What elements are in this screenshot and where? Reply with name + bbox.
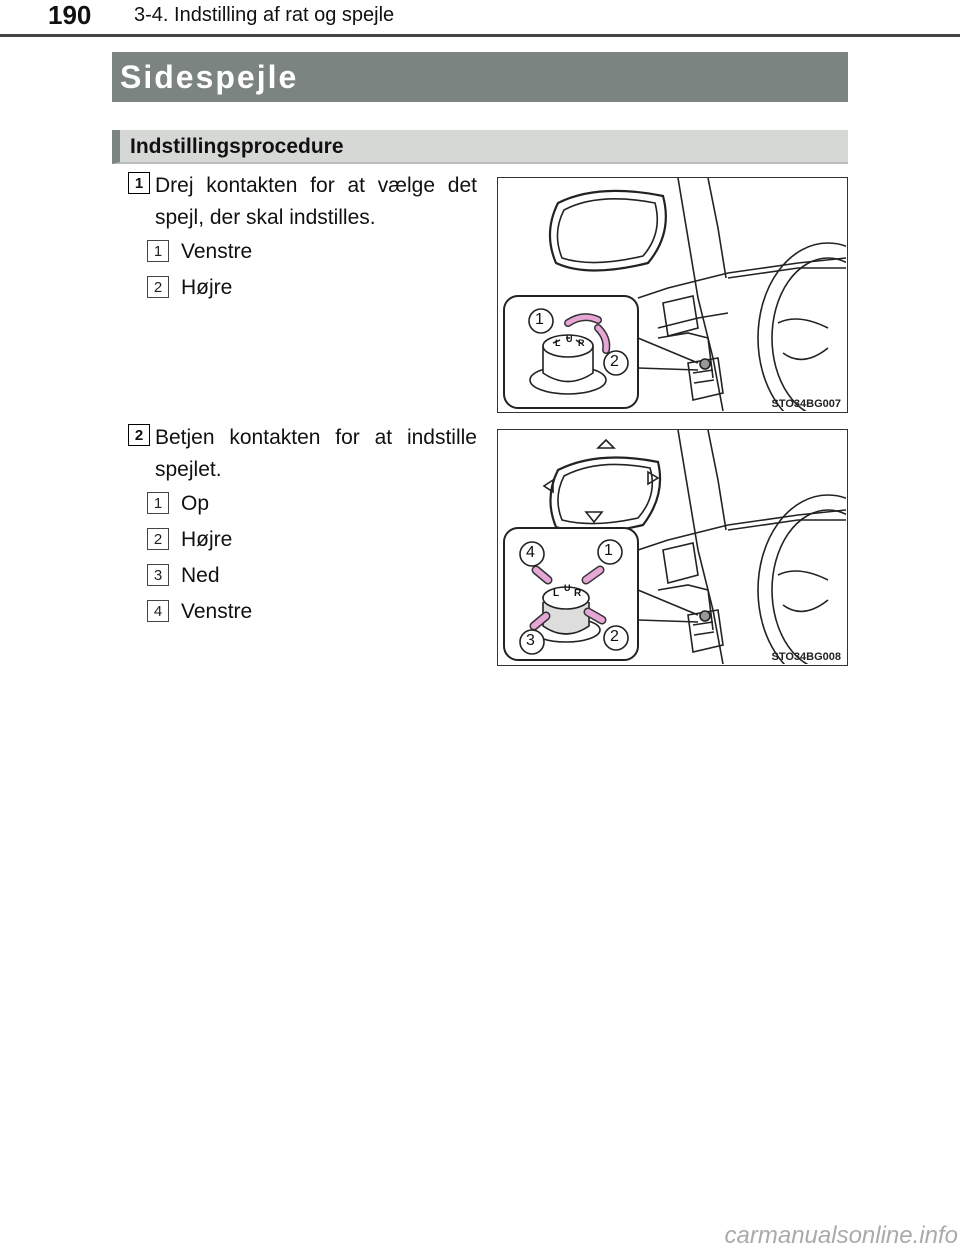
callout-2: 2 bbox=[610, 353, 619, 370]
step-2-item-2-label: Højre bbox=[181, 528, 233, 551]
callout-2: 2 bbox=[610, 628, 619, 645]
knob-label-u: U bbox=[564, 583, 571, 593]
figure-code: STO34BG008 bbox=[771, 651, 841, 663]
callout-4: 4 bbox=[526, 544, 535, 561]
section-subtitle: Indstillingsprocedure bbox=[112, 130, 848, 164]
header-divider bbox=[0, 34, 960, 37]
figure-mirror-adjust: L U R 4 1 3 2 STO34BG008 bbox=[497, 429, 848, 666]
step-1-item-1-label: Venstre bbox=[181, 240, 253, 263]
knob-label-l: L bbox=[555, 338, 561, 348]
page-number: 190 bbox=[48, 0, 92, 30]
step-2-item-4-label: Venstre bbox=[181, 600, 253, 623]
knob-label-u: U bbox=[566, 334, 573, 344]
page-title: Sidespejle bbox=[112, 52, 848, 102]
step-1-item-1-number: 1 bbox=[147, 240, 169, 262]
step-2-item-1-number: 1 bbox=[147, 492, 169, 514]
step-2-item-3-label: Ned bbox=[181, 564, 220, 587]
knob-label-r: R bbox=[578, 338, 585, 348]
step-1-marker: 1 bbox=[128, 172, 150, 194]
step-1-text: Drej kontakten for at vælge det spejl, d… bbox=[155, 174, 477, 229]
section-title: 3-4. Indstilling af rat og spejle bbox=[134, 4, 395, 26]
step-2-marker: 2 bbox=[128, 424, 150, 446]
step-2-item-3-number: 3 bbox=[147, 564, 169, 586]
knob-label-l: L bbox=[553, 588, 560, 599]
figure-code: STO34BG007 bbox=[771, 398, 841, 410]
step-2-item-2-number: 2 bbox=[147, 528, 169, 550]
step-2-item-4-number: 4 bbox=[147, 600, 169, 622]
figure-mirror-select: L U R 1 2 STO34BG007 bbox=[497, 177, 848, 413]
step-2-text: Betjen kontakten for at indstille spejle… bbox=[155, 426, 477, 481]
callout-1: 1 bbox=[535, 311, 544, 328]
knob-label-r: R bbox=[574, 588, 582, 599]
step-2-item-1-label: Op bbox=[181, 492, 210, 515]
watermark-footer: carmanualsonline.info bbox=[724, 1222, 958, 1249]
step-1-item-2-number: 2 bbox=[147, 276, 169, 298]
callout-1: 1 bbox=[604, 542, 613, 559]
step-1-item-2-label: Højre bbox=[181, 276, 233, 299]
callout-3: 3 bbox=[526, 632, 535, 649]
